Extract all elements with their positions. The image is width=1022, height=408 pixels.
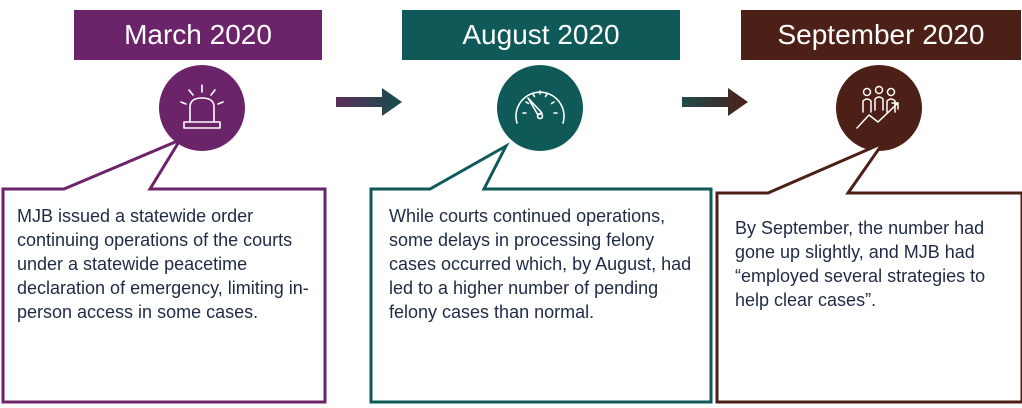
stage-3-icon-circle	[836, 65, 922, 151]
next-arrow-icon	[336, 88, 402, 116]
stage-3-description: By September, the number had gone up sli…	[735, 218, 986, 310]
stage-3-callout	[715, 139, 1022, 404]
next-arrow-icon	[682, 88, 748, 116]
stage-1-description: MJB issued a statewide order continuing …	[17, 206, 309, 322]
stage-2-description: While courts continued operations, some …	[389, 206, 692, 322]
alarm-light-icon	[180, 84, 224, 129]
stage-3-title: September 2020	[741, 10, 1021, 60]
stage-1-title: March 2020	[74, 10, 322, 60]
stage-1-callout	[1, 136, 327, 404]
stage-2-callout	[369, 142, 713, 404]
people-growth-icon	[856, 85, 899, 129]
stage-2-title: August 2020	[402, 10, 680, 60]
stage-2-icon-circle	[497, 65, 583, 151]
stage-1-icon-circle	[159, 65, 245, 151]
speedometer-icon	[515, 90, 565, 124]
